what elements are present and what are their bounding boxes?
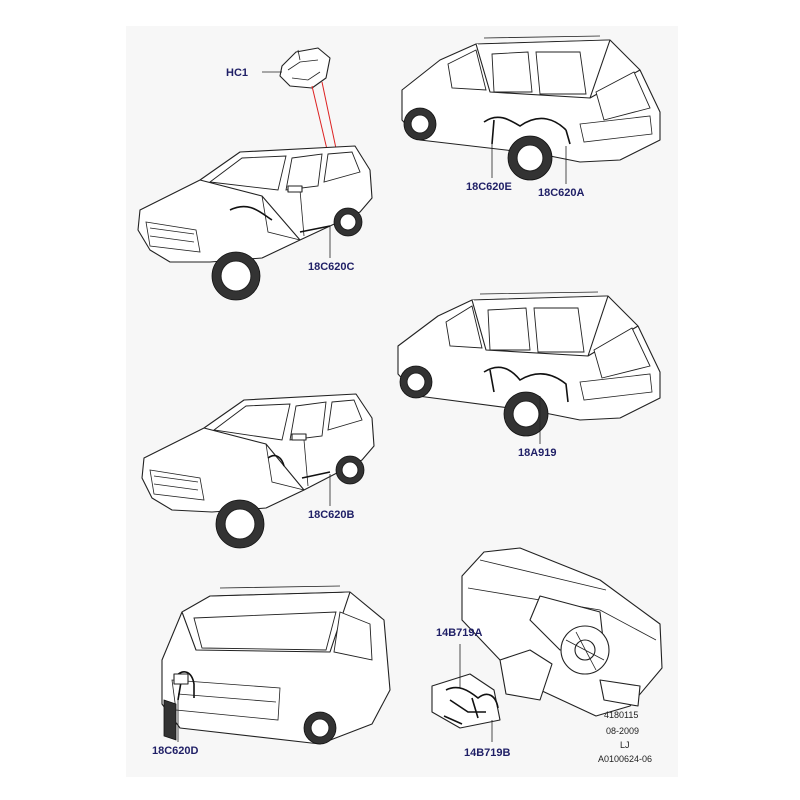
callout-18c620a: 18C620A [538,187,585,199]
callout-18c620d: 18C620D [152,745,199,757]
vehicle-front-left-middle [141,393,375,549]
callout-14b719a: 14B719A [436,627,483,639]
callout-18a919: 18A919 [518,447,557,459]
callout-18c620b: 18C620B [308,509,355,521]
callout-18c620c: 18C620C [308,261,355,273]
callout-hc1: HC1 [226,67,248,79]
drawing-date: 08-2009 [606,726,639,736]
vehicle-rear-right-top [401,35,661,181]
drafter-initials: LJ [620,740,630,750]
vehicle-front-left-top [137,145,373,301]
vehicle-rear-bottom [161,585,391,745]
callout-18c620e: 18C620E [466,181,512,193]
drawing-id: A0100624-06 [598,754,652,764]
ref-number: 4180115 [604,710,638,720]
callout-14b719b: 14B719B [464,747,511,759]
hc1-clip [279,47,331,89]
interior-dashboard [431,547,663,729]
vehicle-rear-right-middle [397,291,661,437]
